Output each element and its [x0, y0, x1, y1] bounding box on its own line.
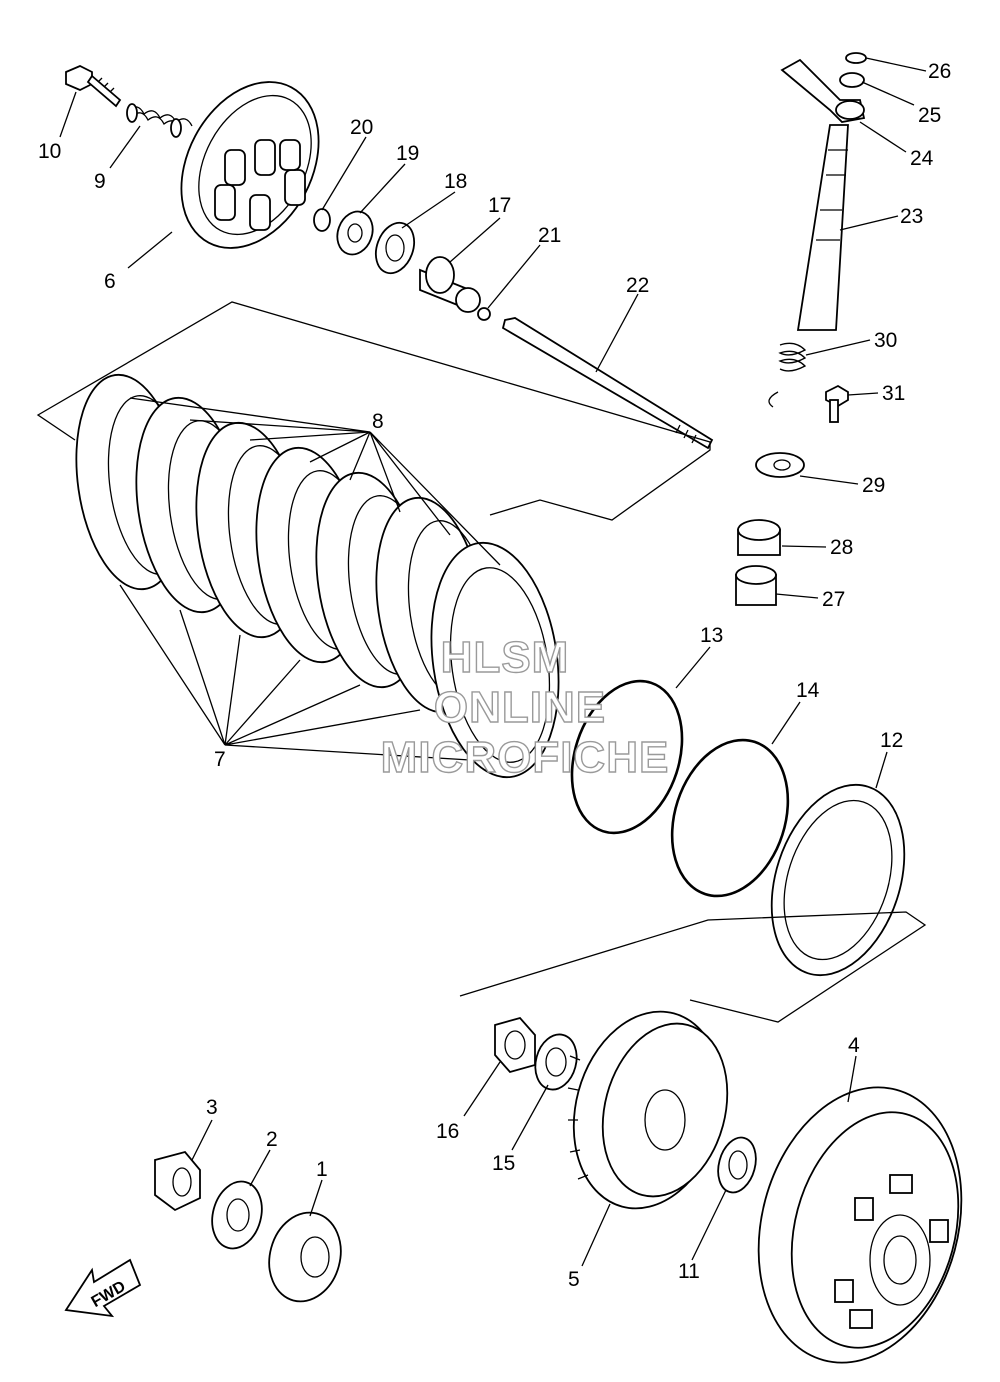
- part-21-ball: [477, 307, 491, 321]
- part-30-spring: [768, 342, 807, 408]
- label-1: 1: [316, 1158, 328, 1181]
- label-7: 7: [214, 748, 226, 771]
- part-20-circlip: [313, 208, 331, 232]
- part-11-washer: [717, 1136, 757, 1194]
- watermark-line1: HLSM: [441, 633, 570, 682]
- fwd-arrow-icon: FWD: [64, 1258, 142, 1318]
- watermark-line2: ONLINE: [434, 683, 606, 732]
- label-27: 27: [822, 588, 845, 611]
- bracket-lower: [459, 911, 927, 1023]
- label-31: 31: [882, 382, 905, 405]
- label-14: 14: [796, 679, 820, 702]
- label-5: 5: [568, 1268, 580, 1291]
- label-19: 19: [396, 142, 419, 165]
- label-30: 30: [874, 329, 897, 352]
- label-12: 12: [880, 729, 903, 752]
- leader-lines: [59, 57, 927, 1267]
- part-25-washer: [839, 72, 865, 88]
- part-3-collar: [154, 1150, 201, 1212]
- part-13-ring: [570, 679, 684, 835]
- part-4-clutch-housing: [757, 1086, 963, 1364]
- part-29-plate: [755, 452, 805, 478]
- part-23-shaft: [796, 124, 849, 331]
- part-28-bearing: [737, 519, 781, 556]
- label-18: 18: [444, 170, 467, 193]
- label-10: 10: [38, 140, 61, 163]
- watermark: HLSM ONLINE MICROFICHE: [380, 632, 670, 782]
- part-24-lever: [780, 58, 866, 123]
- label-21: 21: [538, 224, 561, 247]
- plates-leaders: [119, 397, 501, 761]
- label-2: 2: [266, 1128, 278, 1151]
- part-10-bolt: [65, 65, 122, 108]
- label-15: 15: [492, 1152, 515, 1175]
- part-18-bearing: [374, 221, 416, 275]
- plates-7-8-stack: [36, 301, 711, 779]
- part-19-washer: [336, 210, 374, 256]
- part-17-push-rod: [419, 256, 481, 313]
- part-26-clip: [845, 52, 867, 64]
- label-6: 6: [104, 270, 116, 293]
- part-1-gear: [268, 1211, 342, 1303]
- label-23: 23: [900, 205, 923, 228]
- label-3: 3: [206, 1096, 218, 1119]
- label-22: 22: [626, 274, 649, 297]
- label-29: 29: [862, 474, 885, 497]
- watermark-line3: MICROFICHE: [381, 733, 670, 782]
- label-4: 4: [848, 1034, 860, 1057]
- part-15-lock-washer: [534, 1033, 578, 1091]
- part-2-washer: [211, 1180, 263, 1250]
- part-14-ring: [670, 738, 790, 898]
- label-13: 13: [700, 624, 723, 647]
- part-labels: 10 9 6 20 19 18 17 21 22 26 25 24 23 30 …: [38, 60, 951, 1291]
- label-9: 9: [94, 170, 106, 193]
- label-26: 26: [928, 60, 951, 83]
- label-8: 8: [372, 410, 384, 433]
- part-31-bolt: [825, 384, 849, 423]
- label-28: 28: [830, 536, 853, 559]
- part-27-collar: [735, 565, 777, 606]
- part-12-plate: [770, 783, 906, 977]
- part-5-clutch-boss: [567, 1010, 729, 1210]
- label-17: 17: [488, 194, 511, 217]
- part-16-nut: [494, 1016, 536, 1074]
- part-22-push-rod: [501, 317, 714, 450]
- part-6-pressure-plate: [180, 81, 320, 249]
- label-11: 11: [678, 1260, 700, 1283]
- label-20: 20: [350, 116, 373, 139]
- label-16: 16: [436, 1120, 459, 1143]
- label-24: 24: [910, 147, 934, 170]
- part-9-spring: [126, 103, 193, 138]
- label-25: 25: [918, 104, 941, 127]
